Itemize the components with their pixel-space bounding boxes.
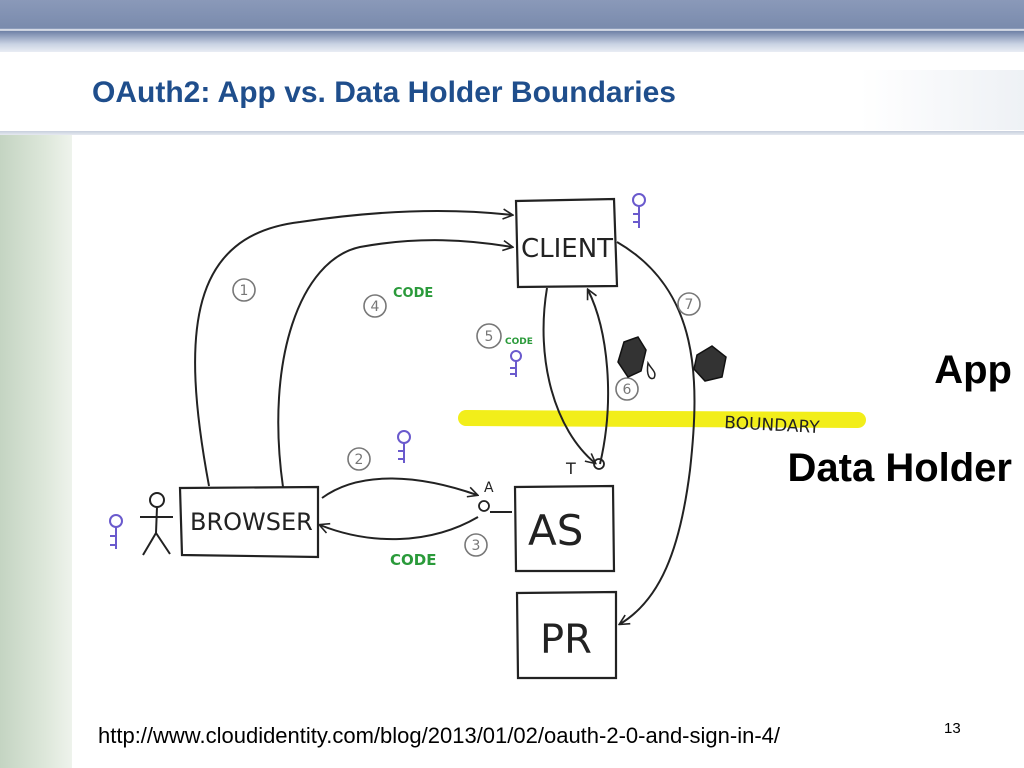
arrow-step-4 bbox=[278, 240, 512, 487]
arrow-step-1 bbox=[195, 211, 512, 486]
source-url-link[interactable]: http://www.cloudidentity.com/blog/2013/0… bbox=[98, 723, 780, 749]
step-4-number: 4 bbox=[371, 299, 380, 315]
token-shape-right-icon bbox=[694, 346, 726, 381]
code-label-step-4: CODE bbox=[393, 286, 433, 301]
browser-label: BROWSER bbox=[190, 508, 313, 536]
page-number: 13 bbox=[944, 720, 961, 737]
user-key-icon bbox=[110, 515, 122, 549]
app-side-label: App bbox=[934, 348, 1012, 393]
step-5-number: 5 bbox=[485, 329, 494, 345]
as-label: AS bbox=[528, 506, 583, 555]
arrow-step-7 bbox=[617, 242, 694, 624]
browser-key-icon bbox=[398, 431, 410, 463]
pr-label: PR bbox=[540, 617, 592, 663]
step-2-number: 2 bbox=[355, 452, 364, 468]
code-label-step-3: CODE bbox=[390, 551, 436, 569]
step-1-number: 1 bbox=[240, 283, 249, 299]
user-stick-figure bbox=[140, 493, 173, 555]
step-6-number: 6 bbox=[623, 382, 632, 398]
token-endpoint bbox=[594, 459, 604, 469]
client-key-icon bbox=[633, 194, 645, 228]
as-key-letter: A bbox=[484, 480, 494, 496]
code-key-icon bbox=[510, 351, 521, 377]
step-7-number: 7 bbox=[685, 297, 694, 313]
boundary-label: BOUNDARY bbox=[724, 413, 821, 438]
arrow-step-5 bbox=[544, 288, 595, 463]
token-letter: T bbox=[565, 459, 576, 478]
arrow-step-3 bbox=[320, 517, 478, 539]
arrow-step-6 bbox=[588, 290, 608, 464]
arrow-step-2 bbox=[322, 478, 477, 498]
as-key-endpoint bbox=[479, 501, 489, 511]
code-label-step-5: CODE bbox=[505, 337, 533, 347]
data-holder-side-label: Data Holder bbox=[788, 446, 1013, 491]
token-shape-icon bbox=[618, 337, 655, 378]
step-3-number: 3 bbox=[472, 538, 481, 554]
client-label: CLIENT bbox=[521, 234, 613, 264]
